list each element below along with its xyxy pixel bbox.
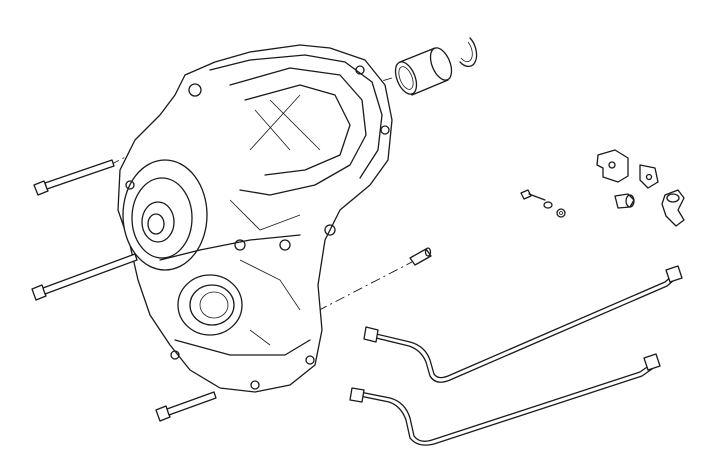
transfer-case-housing-icon [117, 44, 393, 393]
small-bolt-icon [520, 189, 546, 201]
mounting-bracket-icon [596, 149, 629, 183]
fluid-line-lower-icon [349, 353, 661, 446]
short-bolt-lower-icon [155, 391, 217, 422]
washer-icon [543, 201, 566, 218]
straight-fitting-icon [614, 193, 635, 209]
fluid-line-upper-icon [363, 265, 683, 383]
long-bolt-upper-icon [33, 159, 115, 196]
snap-ring-icon [459, 37, 478, 68]
long-bolt-middle-icon [31, 253, 138, 301]
clip-icon [639, 164, 659, 189]
dowel-pin-icon [409, 247, 432, 266]
needle-bearing-sleeve-icon [394, 47, 453, 96]
elbow-fitting-icon [661, 189, 685, 227]
